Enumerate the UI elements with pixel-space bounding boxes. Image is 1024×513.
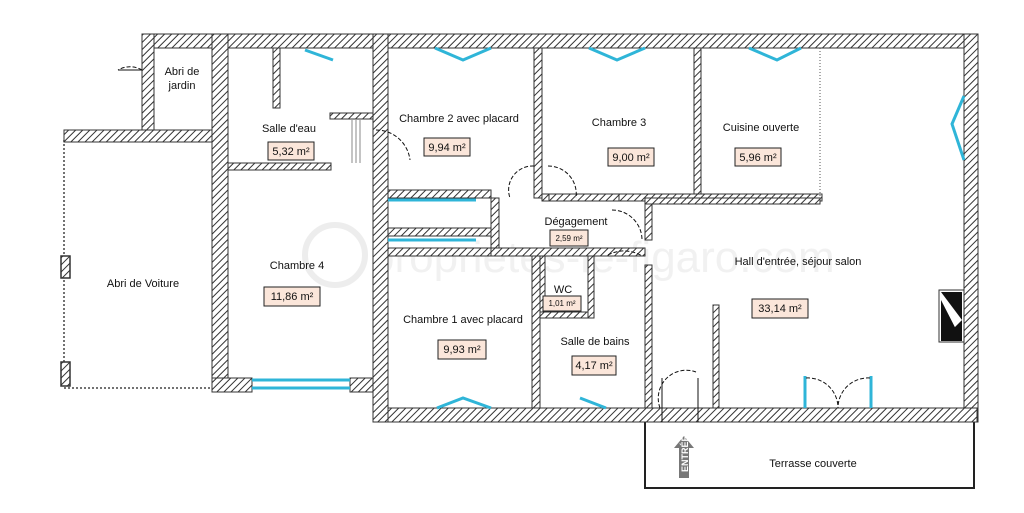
- chambre2-label: Chambre 2 avec placard: [399, 113, 519, 125]
- chambre3-area: 9,00 m²: [612, 152, 650, 164]
- salle-bains-label: Salle de bains: [560, 336, 630, 348]
- degagement-label: Dégagement: [545, 216, 608, 228]
- salle-eau-label: Salle d'eau: [262, 123, 316, 135]
- cuisine-label: Cuisine ouverte: [723, 122, 799, 134]
- fireplace-icon: [941, 292, 962, 341]
- chambre4-label: Chambre 4: [270, 260, 324, 272]
- hall-area: 33,14 m²: [758, 303, 802, 315]
- stairs: [351, 120, 361, 163]
- door-swings: [117, 66, 871, 409]
- cuisine-area: 5,96 m²: [739, 152, 777, 164]
- abri-voiture-label: Abri de Voiture: [107, 278, 179, 290]
- abri-jardin-label: Abri de: [165, 66, 200, 78]
- terrace-outline: [644, 422, 975, 489]
- abri-jardin-label-2: jardin: [168, 80, 196, 92]
- hall-label: Hall d'entrée, séjour salon: [735, 256, 862, 268]
- degagement-area: 2,59 m²: [555, 234, 582, 243]
- entry-label: ENTRÉE: [680, 435, 690, 472]
- salle-eau-area: 5,32 m²: [272, 146, 310, 158]
- fireplace-inner-icon: [941, 300, 962, 341]
- terrasse-label: Terrasse couverte: [769, 458, 856, 470]
- chambre1-label: Chambre 1 avec placard: [403, 314, 523, 326]
- salle-bains-area: 4,17 m²: [575, 360, 613, 372]
- walls: [63, 33, 979, 423]
- chambre2-area: 9,94 m²: [428, 142, 466, 154]
- carport-outline: [60, 140, 212, 389]
- wc-area: 1,01 m²: [548, 299, 575, 308]
- chambre4-area: 11,86 m²: [271, 291, 314, 303]
- entry-arrow: ENTRÉE: [674, 435, 694, 478]
- room-labels: Abri de jardin Salle d'eau 5,32 m² Chamb…: [107, 66, 862, 470]
- chambre3-label: Chambre 3: [592, 117, 646, 129]
- windows: [252, 46, 966, 410]
- wc-label: WC: [554, 284, 572, 296]
- chambre1-area: 9,93 m²: [443, 344, 481, 356]
